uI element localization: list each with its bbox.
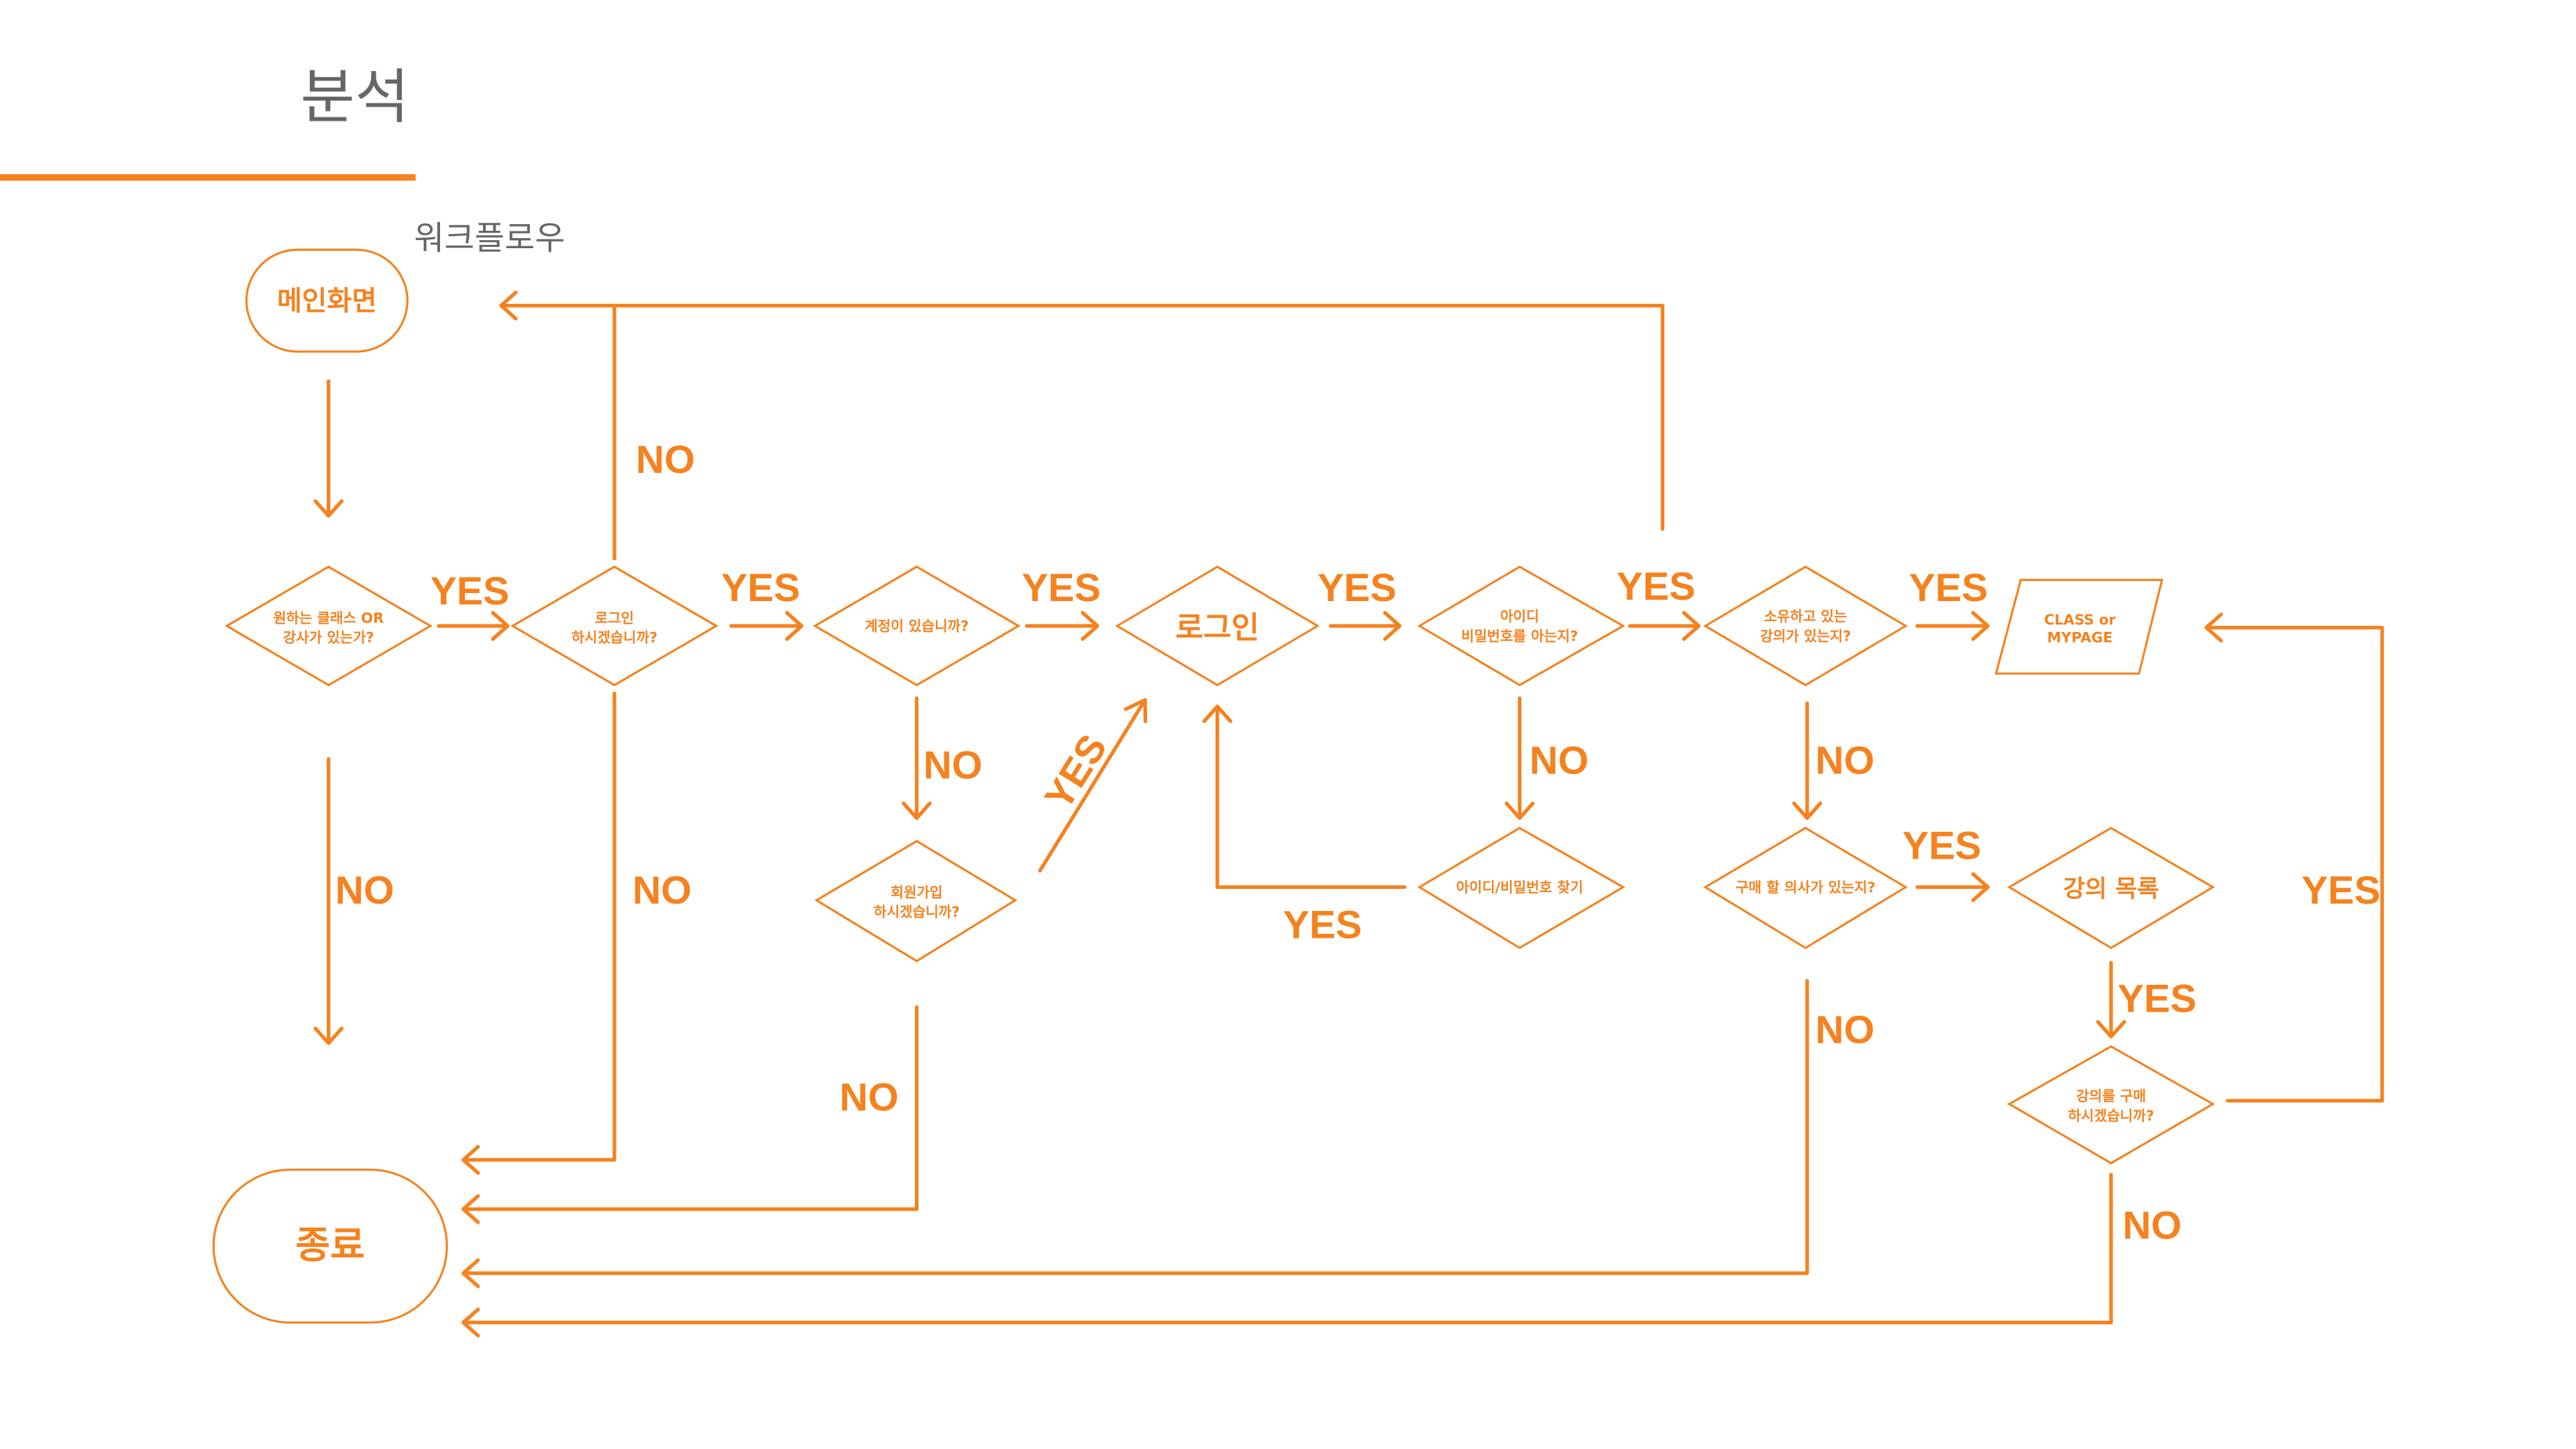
arrow-login-prompt-yes [729,610,804,641]
label-login-yes: YES [1318,566,1397,610]
decision-knows-credentials-shape [1417,566,1625,687]
arrow-owns-course-no [1792,701,1823,820]
arrow-owns-course-yes [1915,610,1990,641]
label-owns-course-yes: YES [1909,566,1988,610]
label-want-class-no: NO [335,869,394,912]
decision-login-prompt-shape [510,566,718,687]
label-knows-credentials-yes: YES [1617,565,1696,608]
arrow-signup-no-end [461,1005,919,1224]
page-title: 분석 [301,62,409,131]
arrow-signup-yes [1038,698,1148,873]
arrow-knows-credentials-yes [1627,610,1701,641]
output-class-or-mypage-line2: MYPAGE [2047,629,2113,646]
decision-login-prompt-line1: 로그인 [595,609,634,626]
process-login-label: 로그인 [1175,610,1259,645]
title-underline [0,174,416,181]
arrow-course-list-yes [2096,961,2127,1038]
arrow-login-prompt-no-end [461,691,616,1175]
decision-owns-course-line1: 소유하고 있는 [1764,608,1847,625]
process-login-shape [1115,566,1320,687]
decision-purchase-intent-shape [1703,826,1908,949]
page-subtitle: 워크플로우 [414,219,565,258]
end-terminal-label: 종료 [295,1224,365,1267]
decision-purchase-prompt-line1: 강의를 구매 [2076,1087,2146,1104]
process-login: 로그인 [1115,566,1320,687]
arrow-has-account-yes [1024,610,1099,641]
process-find-credentials-label: 아이디/비밀번호 찾기 [1456,879,1583,896]
start-terminal-label: 메인화면 [277,284,377,317]
label-purchase-prompt-no: NO [2123,1203,2182,1247]
label-knows-credentials-no: NO [1529,739,1589,782]
decision-signup-prompt-line1: 회원가입 [891,883,943,900]
output-class-or-mypage: CLASS or MYPAGE [1994,578,2163,675]
decision-signup-prompt: 회원가입 하시겠습니까? [814,840,1018,963]
end-terminal-shape [212,1169,448,1324]
decision-login-prompt: 로그인 하시겠습니까? [510,566,718,687]
output-class-or-mypage-line1: CLASS or [2044,611,2116,628]
decision-signup-prompt-shape [814,840,1018,963]
output-class-or-mypage-shape [1994,578,2163,675]
label-login-prompt-no-up: NO [636,438,695,482]
decision-has-account-label: 계정이 있습니까? [865,618,969,635]
label-has-account-yes: YES [1022,566,1101,610]
arrow-purchase-prompt-yes [2204,612,2384,1103]
decision-knows-credentials-line2: 비밀번호를 아는지? [1461,627,1578,644]
process-find-credentials-shape [1417,826,1625,949]
decision-purchase-prompt-line2: 하시겠습니까? [2068,1107,2154,1124]
decision-knows-credentials-line1: 아이디 [1500,608,1539,625]
decision-has-account: 계정이 있습니까? [812,566,1021,687]
decision-purchase-intent: 구매 할 의사가 있는지? [1703,826,1908,949]
decision-want-class-line2: 강사가 있는가? [283,629,374,646]
arrow-purchase-intent-yes [1915,872,1990,902]
arrow-return-to-main [499,290,1665,531]
label-login-prompt-no: NO [633,869,692,912]
decision-want-class: 원하는 클래스 OR 강사가 있는가? [224,566,433,687]
label-purchase-intent-no: NO [1815,1008,1874,1052]
arrow-purchase-prompt-no-end [461,1173,2113,1338]
arrow-want-class-no [313,757,344,1045]
decision-owns-course: 소유하고 있는 강의가 있는지? [1703,566,1908,687]
label-purchase-intent-yes: YES [1902,824,1982,868]
end-terminal: 종료 [212,1169,448,1324]
label-purchase-prompt-yes: YES [2302,869,2381,912]
label-course-list-yes: YES [2118,977,2197,1020]
decision-purchase-intent-label: 구매 할 의사가 있는지? [1735,879,1875,896]
decision-login-prompt-line2: 하시겠습니까? [572,629,657,646]
arrow-knows-credentials-no [1505,696,1535,820]
arrow-want-class-yes [437,610,510,641]
decision-owns-course-line2: 강의가 있는지? [1760,627,1851,644]
label-want-class-yes: YES [431,570,510,613]
arrow-start-to-want-class [313,379,344,518]
decision-purchase-prompt: 강의를 구매 하시겠습니까? [2006,1045,2215,1165]
arrow-login-yes [1328,610,1402,641]
arrow-purchase-intent-no-end [461,979,1809,1289]
decision-purchase-prompt-shape [2006,1045,2215,1165]
start-terminal: 메인화면 [245,248,409,353]
process-find-credentials: 아이디/비밀번호 찾기 [1417,826,1625,949]
label-find-credentials-yes: YES [1283,903,1362,947]
label-signup-no: NO [839,1075,898,1119]
decision-has-account-shape [812,566,1021,687]
arrow-find-credentials-yes [1202,704,1407,890]
decision-signup-prompt-line2: 하시겠습니까? [873,904,959,920]
process-course-list-shape [2006,826,2215,949]
decision-want-class-shape [224,566,433,687]
label-login-prompt-yes: YES [721,566,800,610]
start-terminal-shape [245,248,409,353]
decision-owns-course-shape [1703,566,1908,687]
label-has-account-no: NO [923,744,982,788]
decision-want-class-line1: 원하는 클래스 OR [273,609,384,626]
process-course-list-label: 강의 목록 [2063,875,2159,902]
decision-knows-credentials: 아이디 비밀번호를 아는지? [1417,566,1625,687]
label-owns-course-no: NO [1815,739,1874,782]
process-course-list: 강의 목록 [2006,826,2215,949]
arrow-has-account-no [902,696,932,820]
label-signup-yes: YES [1036,727,1115,817]
